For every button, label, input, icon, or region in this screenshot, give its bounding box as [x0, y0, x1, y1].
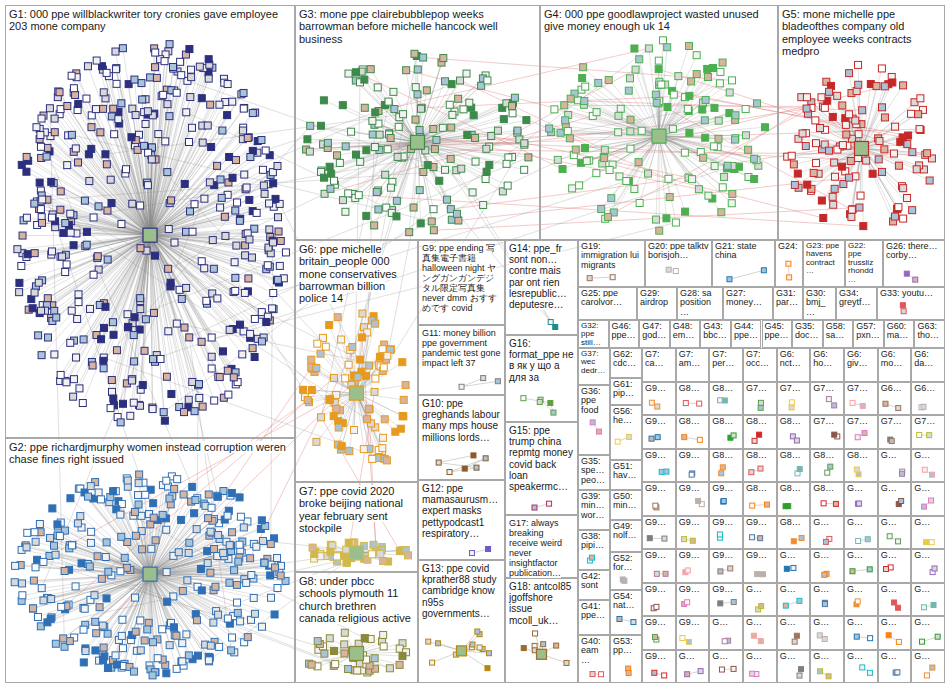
- graph-canvas: G1: 000 ppe willblackwriter tory cronies…: [0, 0, 950, 688]
